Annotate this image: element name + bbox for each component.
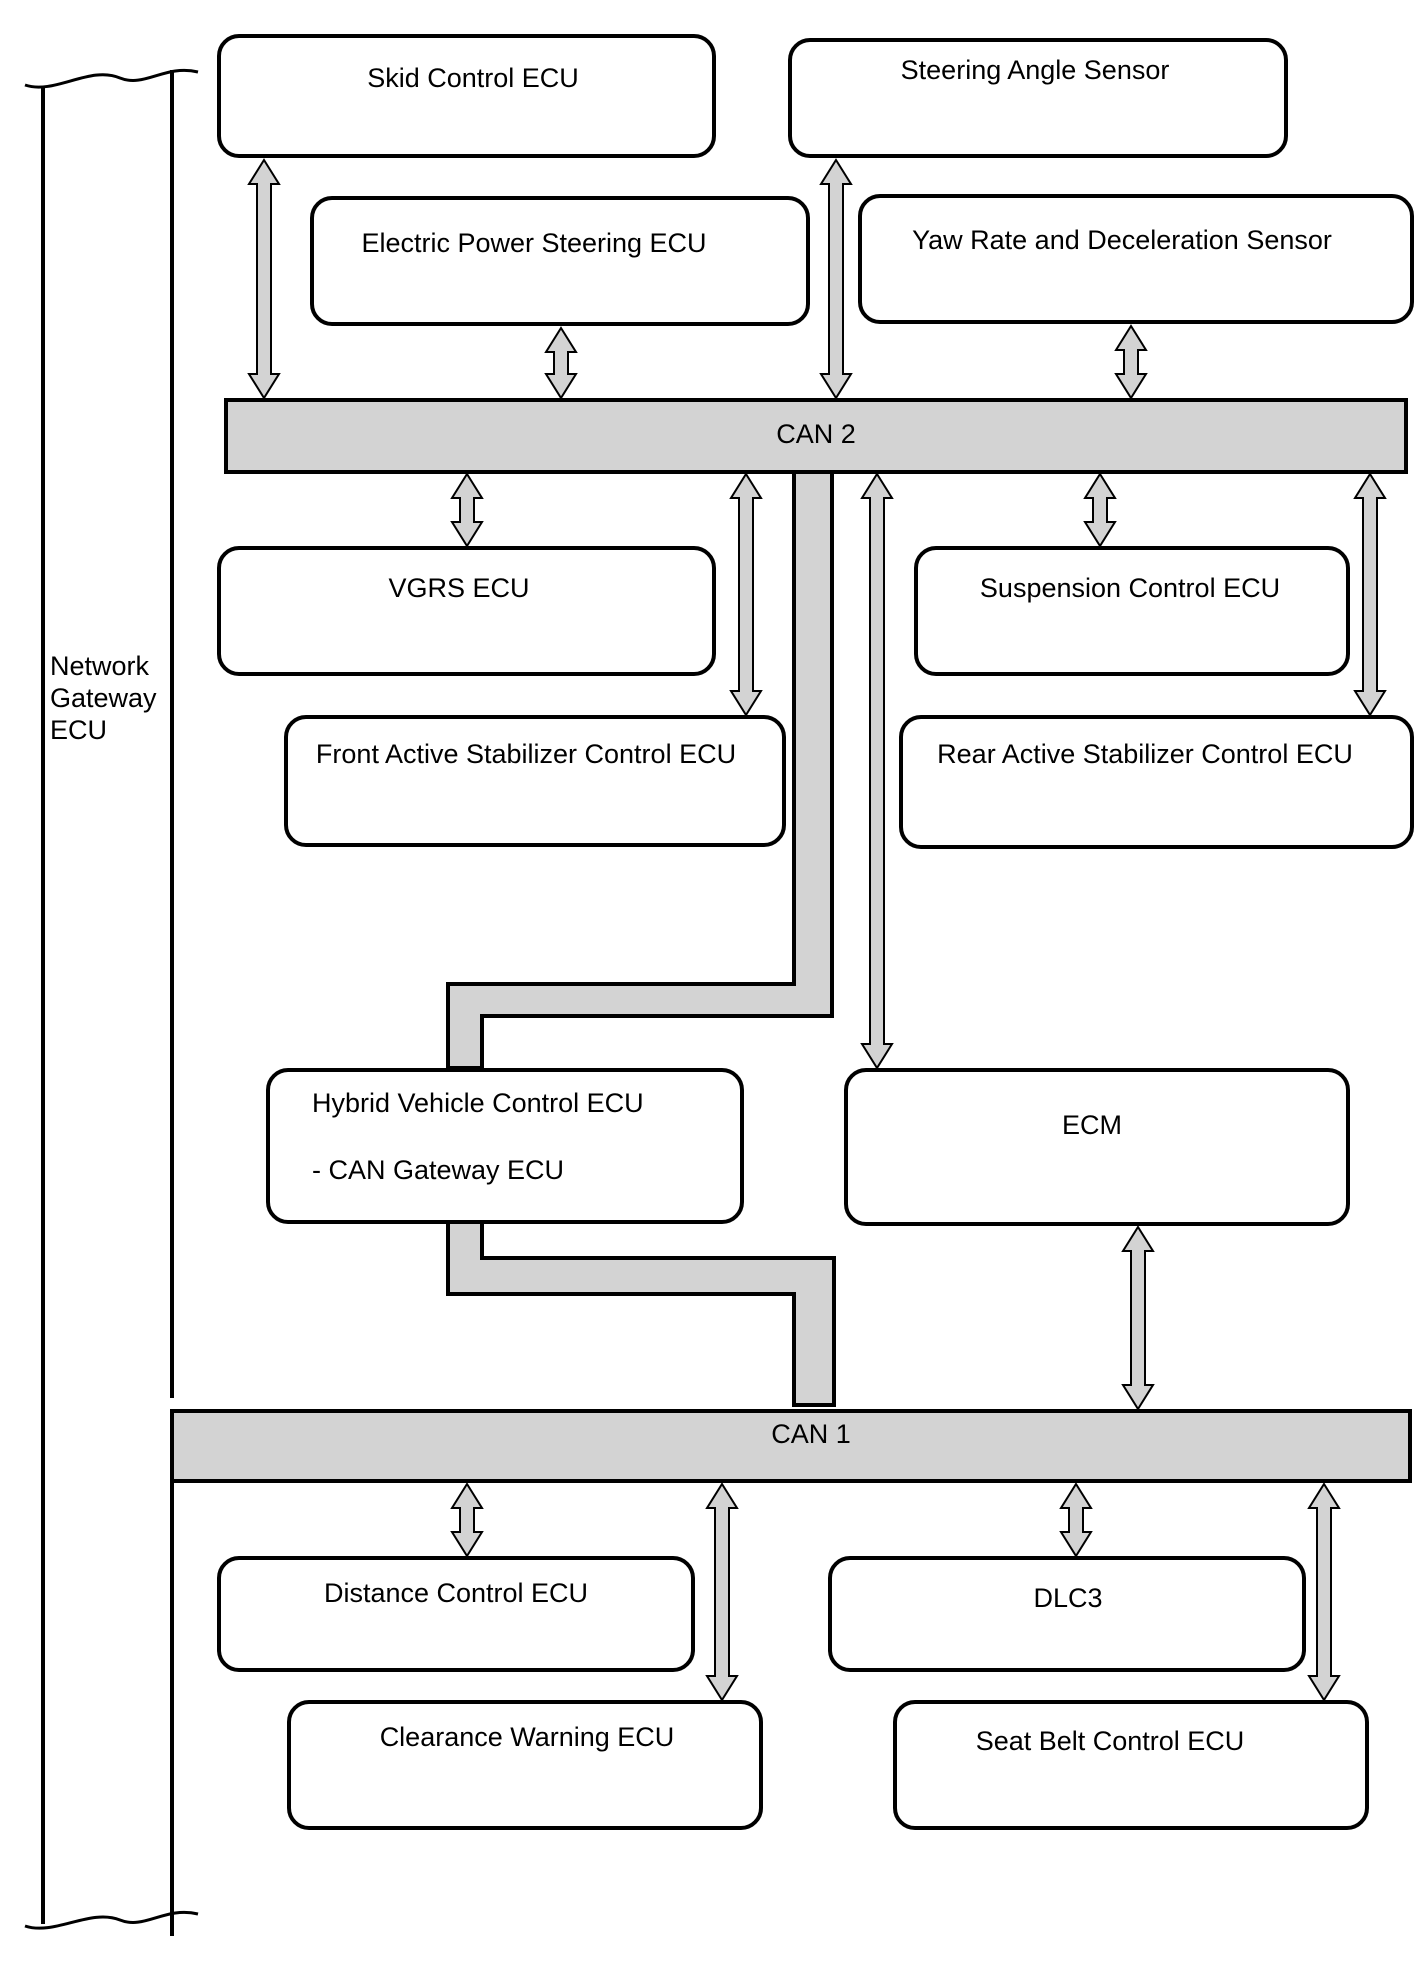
rear-stabilizer-label: Rear Active Stabilizer Control ECU xyxy=(937,739,1353,769)
gateway-label-line3: ECU xyxy=(50,715,107,745)
yaw-rate-label: Yaw Rate and Deceleration Sensor xyxy=(912,225,1332,255)
gateway-label-line2: Gateway xyxy=(50,683,157,713)
connection-arrows xyxy=(247,158,1387,1702)
arrow-vgrs xyxy=(450,472,484,548)
arrow-suspension-control xyxy=(1083,472,1117,548)
arrow-electric-power-steering xyxy=(544,326,578,400)
arrow-yaw-rate xyxy=(1114,324,1148,400)
arrow-seat-belt xyxy=(1307,1482,1341,1702)
trunk-lower xyxy=(446,1214,836,1407)
ecm-label: ECM xyxy=(1062,1110,1122,1140)
arrow-distance-control xyxy=(450,1482,484,1558)
gateway-top-wave xyxy=(24,68,199,89)
can2-bar xyxy=(224,398,1408,474)
can2-bus: CAN 2 xyxy=(224,398,1408,474)
hybrid-vehicle-control-label: Hybrid Vehicle Control ECU xyxy=(312,1088,644,1118)
yaw-rate-box xyxy=(858,194,1414,324)
clearance-warning-box xyxy=(287,1700,763,1830)
can1-bus: CAN 1 xyxy=(170,1409,1412,1483)
arrow-rear-stabilizer xyxy=(1353,472,1387,717)
ecm-box xyxy=(844,1068,1350,1226)
seat-belt-control-label: Seat Belt Control ECU xyxy=(976,1726,1245,1756)
can2-label: CAN 2 xyxy=(776,419,856,449)
arrow-clearance-warning xyxy=(705,1482,739,1702)
arrow-ecm xyxy=(860,472,894,1070)
electric-power-steering-box xyxy=(310,196,810,326)
skid-control-label: Skid Control ECU xyxy=(367,63,579,93)
arrow-dlc3 xyxy=(1059,1482,1093,1558)
arrow-ecm-can1 xyxy=(1121,1225,1155,1411)
arrow-steering-angle xyxy=(819,158,853,400)
clearance-warning-label: Clearance Warning ECU xyxy=(380,1722,675,1752)
suspension-control-box xyxy=(914,546,1350,676)
gateway-label-line1: Network xyxy=(50,651,150,681)
dlc3-box xyxy=(828,1556,1306,1672)
front-stabilizer-label: Front Active Stabilizer Control ECU xyxy=(316,739,736,769)
suspension-control-label: Suspension Control ECU xyxy=(980,573,1280,603)
network-gateway-ecu: Network Gateway ECU xyxy=(24,68,199,1936)
steering-angle-box xyxy=(788,38,1288,158)
skid-control-box xyxy=(217,34,716,158)
vgrs-box xyxy=(217,546,716,676)
vgrs-label: VGRS ECU xyxy=(388,573,529,603)
dlc3-label: DLC3 xyxy=(1033,1583,1102,1613)
can1-label: CAN 1 xyxy=(771,1419,851,1449)
can1-bar xyxy=(170,1409,1412,1483)
hybrid-vehicle-control-box xyxy=(266,1068,744,1224)
arrow-front-stabilizer xyxy=(729,472,763,717)
gateway-bottom-wave xyxy=(24,1910,199,1930)
distance-control-label: Distance Control ECU xyxy=(324,1578,588,1608)
seat-belt-control-box xyxy=(893,1700,1369,1830)
arrow-skid-control xyxy=(247,158,281,400)
distance-control-box xyxy=(217,1556,695,1672)
steering-angle-label: Steering Angle Sensor xyxy=(901,55,1170,85)
electric-power-steering-label: Electric Power Steering ECU xyxy=(361,228,706,258)
rear-stabilizer-box xyxy=(899,715,1414,849)
can-gateway-ecu-label: - CAN Gateway ECU xyxy=(312,1155,564,1185)
front-stabilizer-box xyxy=(284,715,786,847)
